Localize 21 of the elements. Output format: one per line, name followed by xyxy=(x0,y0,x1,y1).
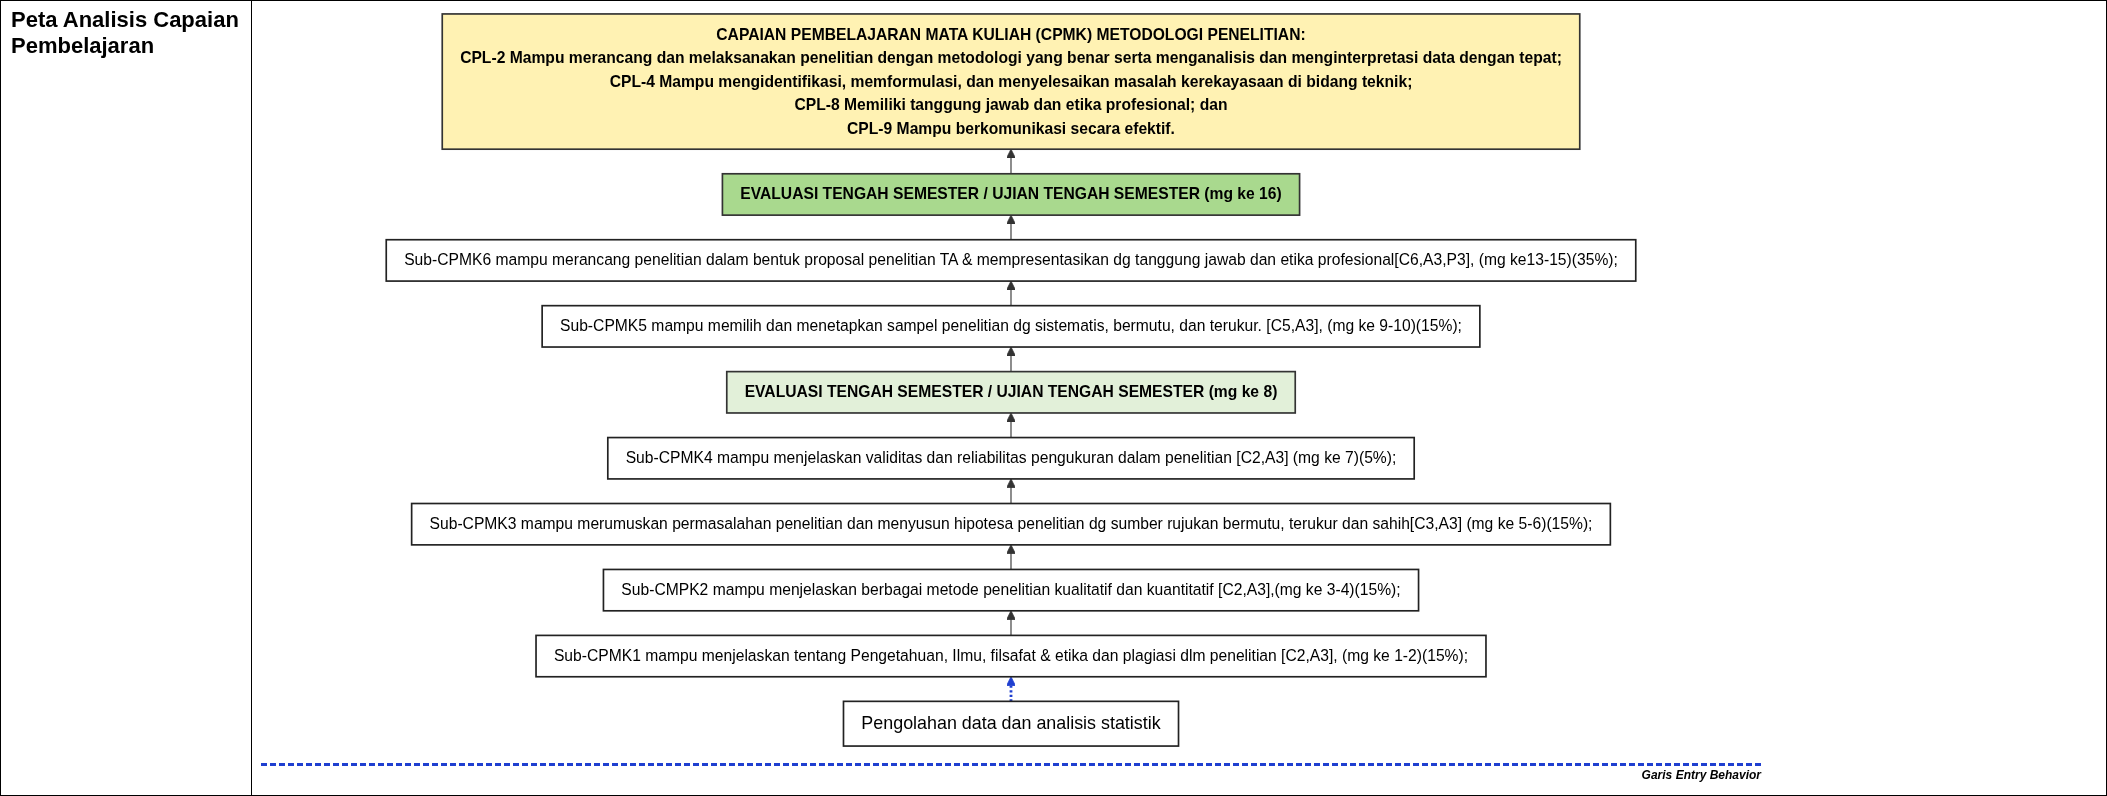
node-box: Sub-CPMK5 mampu memilih dan menetapkan sampel penelitian dg sistematis, bermutu, dan terukur. [C5,A3], (mg ke 9-10)(15%); xyxy=(541,304,1481,348)
node-box: Sub-CPMK1 mampu menjelaskan tentang Pengetahuan, Ilmu, filsafat & etika dan plagiasi dlm penelitian [C2,A3], (mg ke 1-2)(15%); xyxy=(535,634,1487,678)
arrow xyxy=(1006,478,1016,505)
node-box: Sub-CMPK2 mampu menjelaskan berbagai metode penelitian kualitatif dan kuantitatif [C2,A3],(mg ke 3-4)(15%); xyxy=(602,568,1420,612)
arrow xyxy=(1006,676,1016,702)
arrow xyxy=(1006,544,1016,570)
node-box: Sub-CPMK3 mampu merumuskan permasalahan penelitian dan menyusun hipotesa penelitian dg sumber rujukan bermutu, terukur dan sahih[C3,A3] (mg ke 5-6)(15%); xyxy=(410,502,1612,546)
node-box: EVALUASI TENGAH SEMESTER / UJIAN TENGAH SEMESTER (mg ke 16) xyxy=(721,172,1301,216)
node-box: EVALUASI TENGAH SEMESTER / UJIAN TENGAH SEMESTER (mg ke 8) xyxy=(725,370,1297,414)
node-box: Sub-CPMK4 mampu menjelaskan validitas dan reliabilitas pengukuran dalam penelitian [C2,A3] (mg ke 7)(5%); xyxy=(606,436,1416,480)
row-heading: Peta Analisis Capaian Pembelajaran xyxy=(10,6,240,60)
arrow xyxy=(1006,610,1016,636)
line-label: Garis Entry Behavior xyxy=(1641,768,1761,782)
node-box: Pengolahan data dan analisis statistik xyxy=(842,700,1180,747)
node-box: Sub-CPMK6 mampu merancang penelitian dalam bentuk proposal penelitian TA & mempresentasikan dg tanggung jawab dan etika profesional[C6,A3,P3], (mg ke13-15)(35%); xyxy=(385,238,1637,282)
node-box: CAPAIAN PEMBELAJARAN MATA KULIAH (CPMK) METODOLOGI PENELITIAN: CPL-2 Mampu merancang dan melaksanakan penelitian dengan metodologi yang benar serta menganalisis dan menginterpretasi data dengan tepat; CPL-4 Mampu mengidentifikasi, memformulasi, dan menyelesaikan masalah kerekayasaan di bidang teknik; CPL-8 Memiliki tanggung jawab dan etika profesional; dan CPL-9 Mampu berkomunikasi secara efektif. xyxy=(441,13,1581,151)
arrow xyxy=(1006,148,1016,175)
arrow xyxy=(1006,280,1016,307)
arrow xyxy=(1006,214,1016,241)
arrow xyxy=(1006,412,1016,439)
arrow xyxy=(1006,346,1016,373)
